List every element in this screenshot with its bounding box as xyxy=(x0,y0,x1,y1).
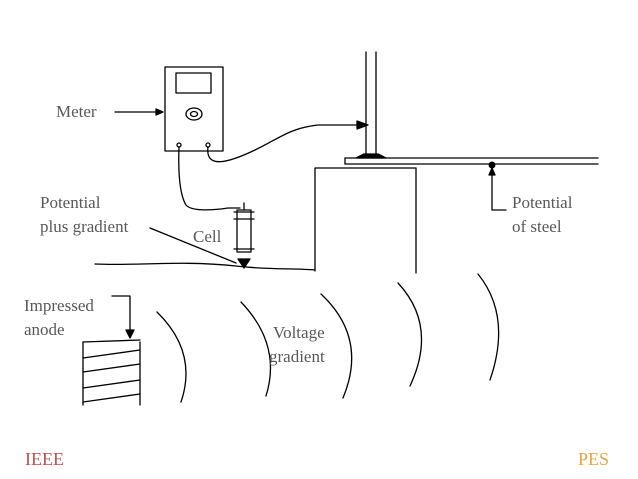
footer-ieee-logo-text: IEEE xyxy=(25,449,64,469)
meter-device xyxy=(164,66,224,152)
meter-pointer-arrow xyxy=(114,108,164,116)
potential-plus-gradient-label-line1: Potential xyxy=(40,193,101,212)
potential-of-steel-label-line1: Potential xyxy=(512,193,573,212)
impressed-anode-label-line1: Impressed xyxy=(24,296,94,315)
steel-potential-leader xyxy=(491,167,507,211)
meter-to-cell-wire xyxy=(178,146,241,211)
anode-pointer xyxy=(111,295,135,339)
steel-structure xyxy=(344,157,599,165)
voltage-gradient-label-line1: Voltage xyxy=(273,323,325,342)
meter-label: Meter xyxy=(56,102,97,121)
meter-to-pipe-wire xyxy=(207,124,359,163)
potential-of-steel-label-line2: of steel xyxy=(512,217,562,236)
wire-arrow-head xyxy=(356,120,369,130)
impressed-anode-label-line2: anode xyxy=(24,320,65,339)
potential-gradient-leader xyxy=(149,227,237,264)
embankment xyxy=(314,167,417,274)
impressed-anode xyxy=(82,339,141,406)
cell-label: Cell xyxy=(193,227,222,246)
soil-surface xyxy=(94,262,316,271)
steel-potential-arrow xyxy=(488,167,496,176)
voltage-gradient-label-line2: gradient xyxy=(269,347,325,366)
vertical-pipe xyxy=(365,51,377,155)
voltage-gradient-arcs xyxy=(156,273,500,403)
potential-plus-gradient-label-line2: plus gradient xyxy=(40,217,129,236)
reference-cell xyxy=(233,202,255,269)
footer-pes-logo-text: PES xyxy=(578,449,610,469)
steel-measurement-point xyxy=(488,161,496,169)
